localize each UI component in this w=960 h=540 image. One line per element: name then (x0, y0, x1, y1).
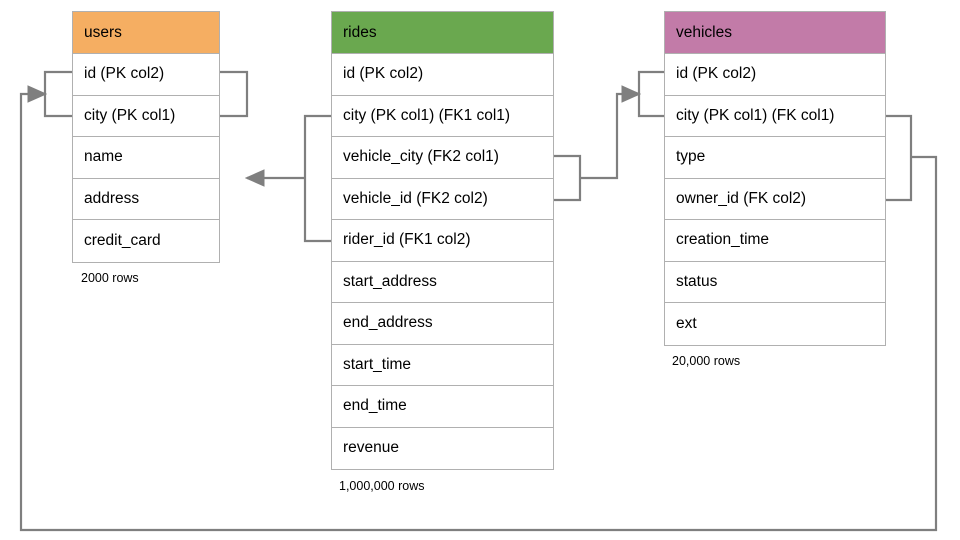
table-vehicles-column-type[interactable]: type (665, 137, 885, 179)
rides-left-bracket (303, 114, 331, 243)
table-users[interactable]: users id (PK col2) city (PK col1) name a… (72, 11, 220, 263)
table-rides-column-start-address[interactable]: start_address (332, 261, 553, 303)
table-vehicles-column-id[interactable]: id (PK col2) (665, 54, 885, 96)
table-users-column-city[interactable]: city (PK col1) (73, 95, 219, 137)
table-vehicles-column-creation-time[interactable]: creation_time (665, 220, 885, 262)
table-vehicles[interactable]: vehicles id (PK col2) city (PK col1) (FK… (664, 11, 886, 346)
table-users-column-id[interactable]: id (PK col2) (73, 54, 219, 96)
table-vehicles-column-city[interactable]: city (PK col1) (FK col1) (665, 95, 885, 137)
fk2-wire (580, 85, 642, 180)
table-rides-column-city[interactable]: city (PK col1) (FK1 col1) (332, 95, 553, 137)
table-rides-column-id[interactable]: id (PK col2) (332, 54, 553, 96)
table-rides-column-end-address[interactable]: end_address (332, 303, 553, 345)
table-vehicles-row-count: 20,000 rows (672, 354, 741, 368)
vehicles-left-bracket (637, 70, 664, 118)
users-left-bracket (43, 70, 72, 118)
table-rides-column-end-time[interactable]: end_time (332, 386, 553, 428)
table-users-column-address[interactable]: address (73, 178, 219, 220)
table-rides-column-rider-id[interactable]: rider_id (FK1 col2) (332, 220, 553, 262)
table-rides-column-vehicle-city[interactable]: vehicle_city (FK2 col1) (332, 137, 553, 179)
table-rides-column-vehicle-id[interactable]: vehicle_id (FK2 col2) (332, 178, 553, 220)
table-rides-row-count: 1,000,000 rows (339, 479, 425, 493)
table-vehicles-column-owner-id[interactable]: owner_id (FK col2) (665, 178, 885, 220)
table-vehicles-header: vehicles (665, 12, 885, 54)
table-rides-column-start-time[interactable]: start_time (332, 344, 553, 386)
table-users-header: users (73, 12, 219, 54)
table-rides-header: rides (332, 12, 553, 54)
table-vehicles-column-ext[interactable]: ext (665, 303, 885, 345)
vehicles-right-bracket (886, 114, 913, 202)
table-users-column-name[interactable]: name (73, 137, 219, 179)
table-users-row-count: 2000 rows (81, 271, 139, 285)
users-right-bracket (220, 70, 249, 118)
table-rides[interactable]: rides id (PK col2) city (PK col1) (FK1 c… (331, 11, 554, 470)
table-rides-column-revenue[interactable]: revenue (332, 427, 553, 469)
vehicles-fk-wire (19, 85, 938, 532)
table-users-column-credit-card[interactable]: credit_card (73, 220, 219, 262)
rides-right-bracket (554, 154, 582, 202)
table-vehicles-column-status[interactable]: status (665, 261, 885, 303)
